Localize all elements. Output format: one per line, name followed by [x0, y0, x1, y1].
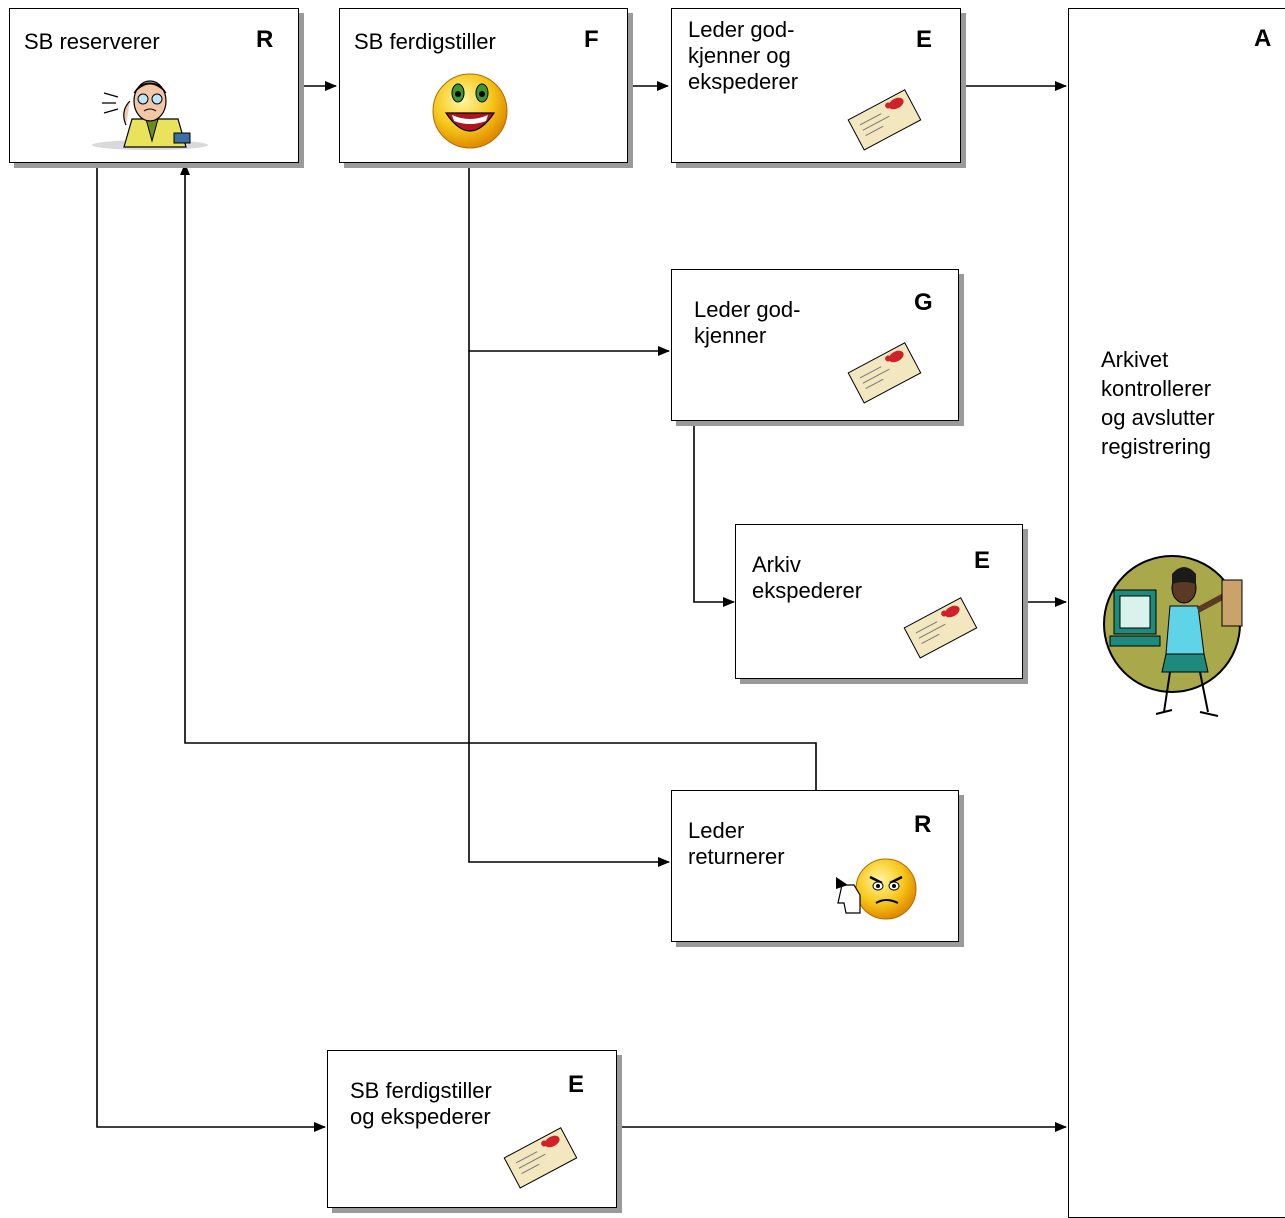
- thinking-man-icon: [92, 80, 208, 150]
- arrow-reserverer-to-sb-ferdigstiller-ekspederer: [96, 165, 326, 1132]
- node-leder-returnerer: Leder returnerer R: [671, 790, 959, 942]
- node-sb-ferdigstiller: SB ferdigstiller F: [339, 8, 628, 163]
- node-code: G: [914, 289, 933, 316]
- archive-worker-icon: [1103, 555, 1243, 717]
- node-arkiv-ekspederer: Arkiv ekspederer E: [735, 524, 1023, 679]
- envelope-icon: [847, 342, 922, 404]
- node-leder-godkjenner: Leder god- kjenner G: [671, 269, 959, 421]
- archive-description: Arkivet kontrollerer og avslutter regist…: [1101, 347, 1215, 459]
- arrow-ferdigstiller-to-leder-godkjenner: [468, 165, 670, 356]
- node-code: R: [256, 26, 274, 53]
- node-code: E: [974, 547, 991, 574]
- node-label: Arkiv ekspederer: [752, 552, 863, 603]
- node-label: SB reserverer: [24, 29, 160, 54]
- angry-thumbs-down-smiley-icon: [836, 858, 917, 920]
- node-sb-reserverer: SB reserverer R: [9, 8, 299, 163]
- node-label: Leder god- kjenner og ekspederer: [688, 17, 799, 94]
- envelope-icon: [903, 597, 978, 659]
- node-leder-godkjenner-ekspederer: Leder god- kjenner og ekspederer E: [671, 8, 961, 163]
- node-code: A: [1254, 25, 1272, 52]
- node-label: SB ferdigstiller og ekspederer: [350, 1078, 492, 1129]
- node-code: E: [916, 26, 933, 53]
- envelope-icon: [847, 89, 922, 151]
- arrow-godkjenner-to-arkiv: [693, 422, 735, 607]
- node-code: E: [568, 1071, 585, 1098]
- node-label: SB ferdigstiller: [354, 29, 496, 54]
- arrow-ferdigstiller-to-leder-returnerer: [468, 351, 670, 867]
- envelope-icon: [503, 1127, 578, 1189]
- node-code: R: [914, 811, 932, 838]
- node-label: Leder returnerer: [688, 818, 785, 869]
- node-code: F: [584, 26, 599, 53]
- node-label: Leder god- kjenner: [694, 297, 801, 348]
- laughing-smiley-icon: [432, 73, 508, 149]
- node-sb-ferdigstiller-ekspederer: SB ferdigstiller og ekspederer E: [327, 1050, 617, 1208]
